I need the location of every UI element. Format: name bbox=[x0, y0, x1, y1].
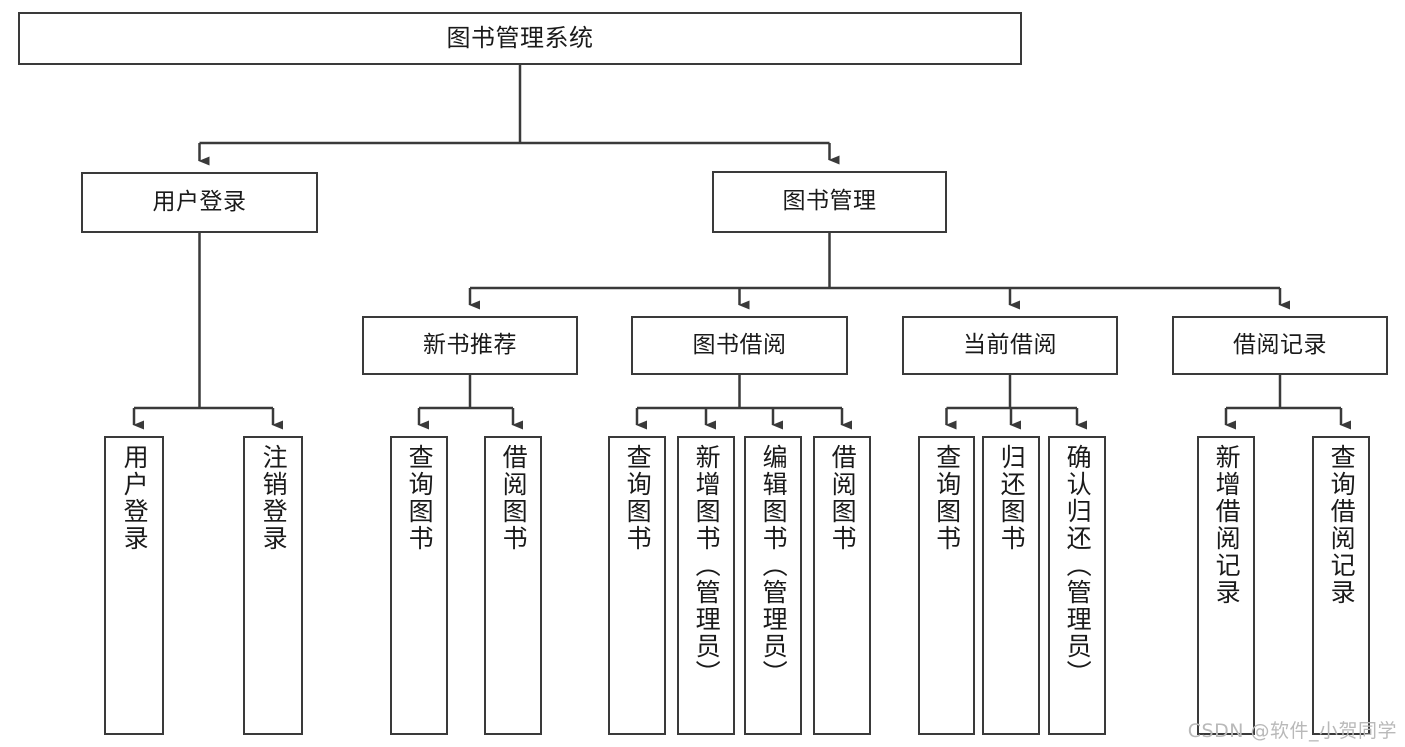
node-label: 图书管理 bbox=[782, 188, 877, 215]
node-newrec[interactable]: 新书推荐 bbox=[362, 316, 578, 375]
node-label: 新增借阅记录 bbox=[1212, 444, 1242, 606]
node-label: 查询图书 bbox=[405, 444, 435, 552]
node-current[interactable]: 当前借阅 bbox=[902, 316, 1118, 375]
node-l12[interactable]: 新增借阅记录 bbox=[1197, 436, 1255, 735]
node-l2[interactable]: 注销登录 bbox=[243, 436, 303, 735]
node-label: 当前借阅 bbox=[963, 331, 1057, 358]
node-bookmgr[interactable]: 图书管理 bbox=[712, 171, 947, 233]
node-label: 图书借阅 bbox=[692, 331, 787, 358]
node-label: 图书管理系统 bbox=[446, 24, 594, 53]
node-l5[interactable]: 查询图书 bbox=[608, 436, 666, 735]
node-l11[interactable]: 确认归还（管理员） bbox=[1048, 436, 1106, 735]
node-label: 确认归还（管理员） bbox=[1063, 444, 1093, 687]
node-label: 编辑图书（管理员） bbox=[759, 444, 789, 687]
node-l7[interactable]: 编辑图书（管理员） bbox=[744, 436, 802, 735]
node-label: 借阅图书 bbox=[828, 444, 858, 552]
node-root[interactable]: 图书管理系统 bbox=[18, 12, 1022, 65]
node-l10[interactable]: 归还图书 bbox=[982, 436, 1040, 735]
node-label: 归还图书 bbox=[997, 444, 1027, 552]
node-l8[interactable]: 借阅图书 bbox=[813, 436, 871, 735]
node-l9[interactable]: 查询图书 bbox=[918, 436, 975, 735]
node-l1[interactable]: 用户登录 bbox=[104, 436, 164, 735]
node-label: 查询借阅记录 bbox=[1327, 444, 1357, 606]
node-label: 借阅图书 bbox=[499, 444, 529, 552]
node-label: 新书推荐 bbox=[423, 331, 517, 358]
node-label: 用户登录 bbox=[152, 188, 247, 215]
node-label: 查询图书 bbox=[623, 444, 653, 552]
node-borrow[interactable]: 图书借阅 bbox=[631, 316, 848, 375]
node-l13[interactable]: 查询借阅记录 bbox=[1312, 436, 1370, 735]
node-label: 用户登录 bbox=[120, 444, 150, 552]
node-label: 查询图书 bbox=[932, 444, 962, 552]
node-label: 新增图书（管理员） bbox=[692, 444, 722, 687]
node-label: 注销登录 bbox=[259, 444, 289, 552]
node-l4[interactable]: 借阅图书 bbox=[484, 436, 542, 735]
node-history[interactable]: 借阅记录 bbox=[1172, 316, 1388, 375]
node-l3[interactable]: 查询图书 bbox=[390, 436, 448, 735]
node-login[interactable]: 用户登录 bbox=[81, 172, 318, 233]
node-l6[interactable]: 新增图书（管理员） bbox=[677, 436, 735, 735]
node-label: 借阅记录 bbox=[1233, 331, 1327, 358]
